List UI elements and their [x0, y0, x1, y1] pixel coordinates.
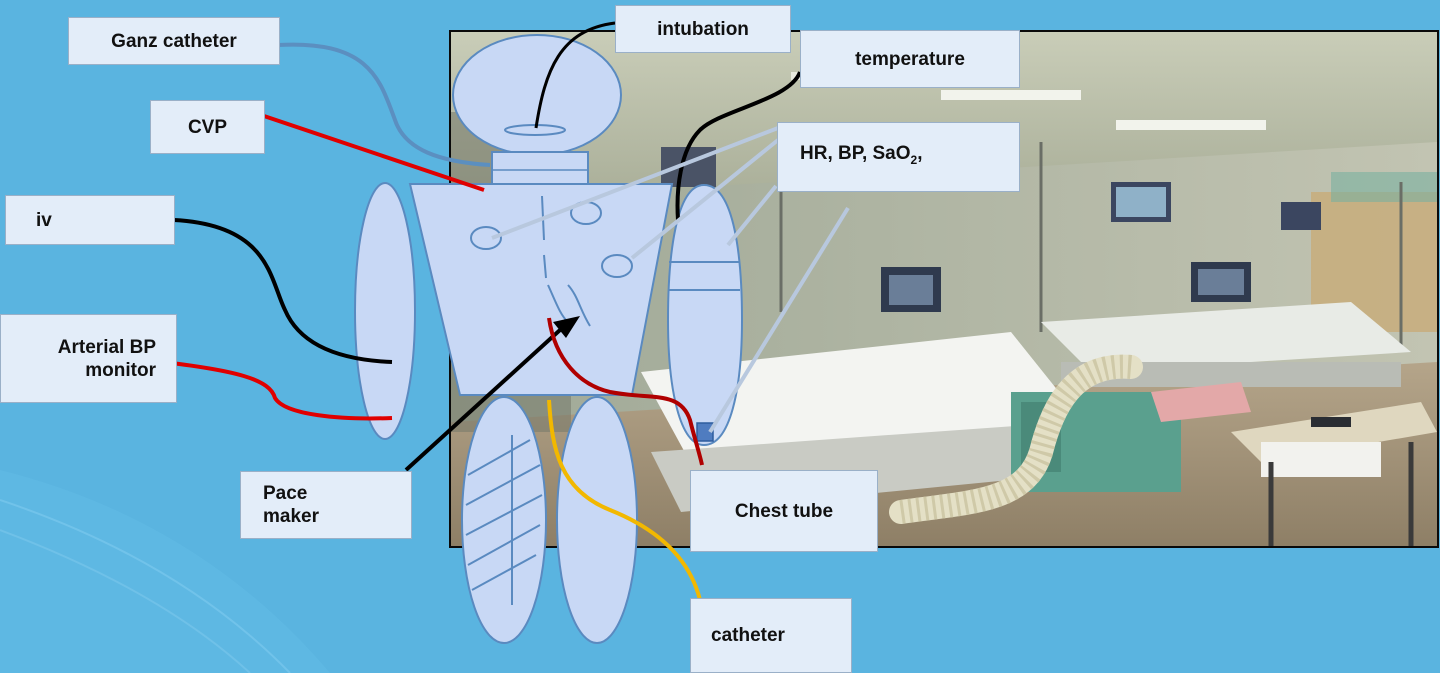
label-intubation-text: intubation	[657, 18, 749, 41]
label-arterial-bp-monitor: Arterial BP monitor	[0, 314, 177, 403]
label-cvp-text: CVP	[188, 116, 227, 139]
label-chest-tube: Chest tube	[690, 470, 878, 552]
label-iv: iv	[5, 195, 175, 245]
label-hr-bp-sao2-prefix: HR, BP, SaO	[800, 143, 911, 164]
label-chest-tube-text: Chest tube	[735, 500, 833, 523]
label-ganz-catheter: Ganz catheter	[68, 17, 280, 65]
label-temperature-text: temperature	[855, 48, 965, 71]
label-arterial-bp-monitor-text: Arterial BP monitor	[58, 336, 156, 382]
label-hr-bp-sao2-suffix: ,	[917, 143, 922, 164]
label-catheter: catheter	[690, 598, 852, 673]
label-hr-bp-sao2-text: HR, BP, SaO2,	[800, 142, 923, 172]
icu-photo-illustration	[451, 32, 1437, 546]
icu-photo	[449, 30, 1439, 548]
label-catheter-text: catheter	[711, 624, 785, 647]
label-pace-maker-text: Pace maker	[263, 482, 319, 528]
label-intubation: intubation	[615, 5, 791, 53]
label-ganz-catheter-text: Ganz catheter	[111, 30, 237, 53]
label-pace-maker: Pace maker	[240, 471, 412, 539]
label-iv-text: iv	[36, 209, 52, 232]
label-hr-bp-sao2: HR, BP, SaO2,	[777, 122, 1020, 192]
label-temperature: temperature	[800, 30, 1020, 88]
label-cvp: CVP	[150, 100, 265, 154]
